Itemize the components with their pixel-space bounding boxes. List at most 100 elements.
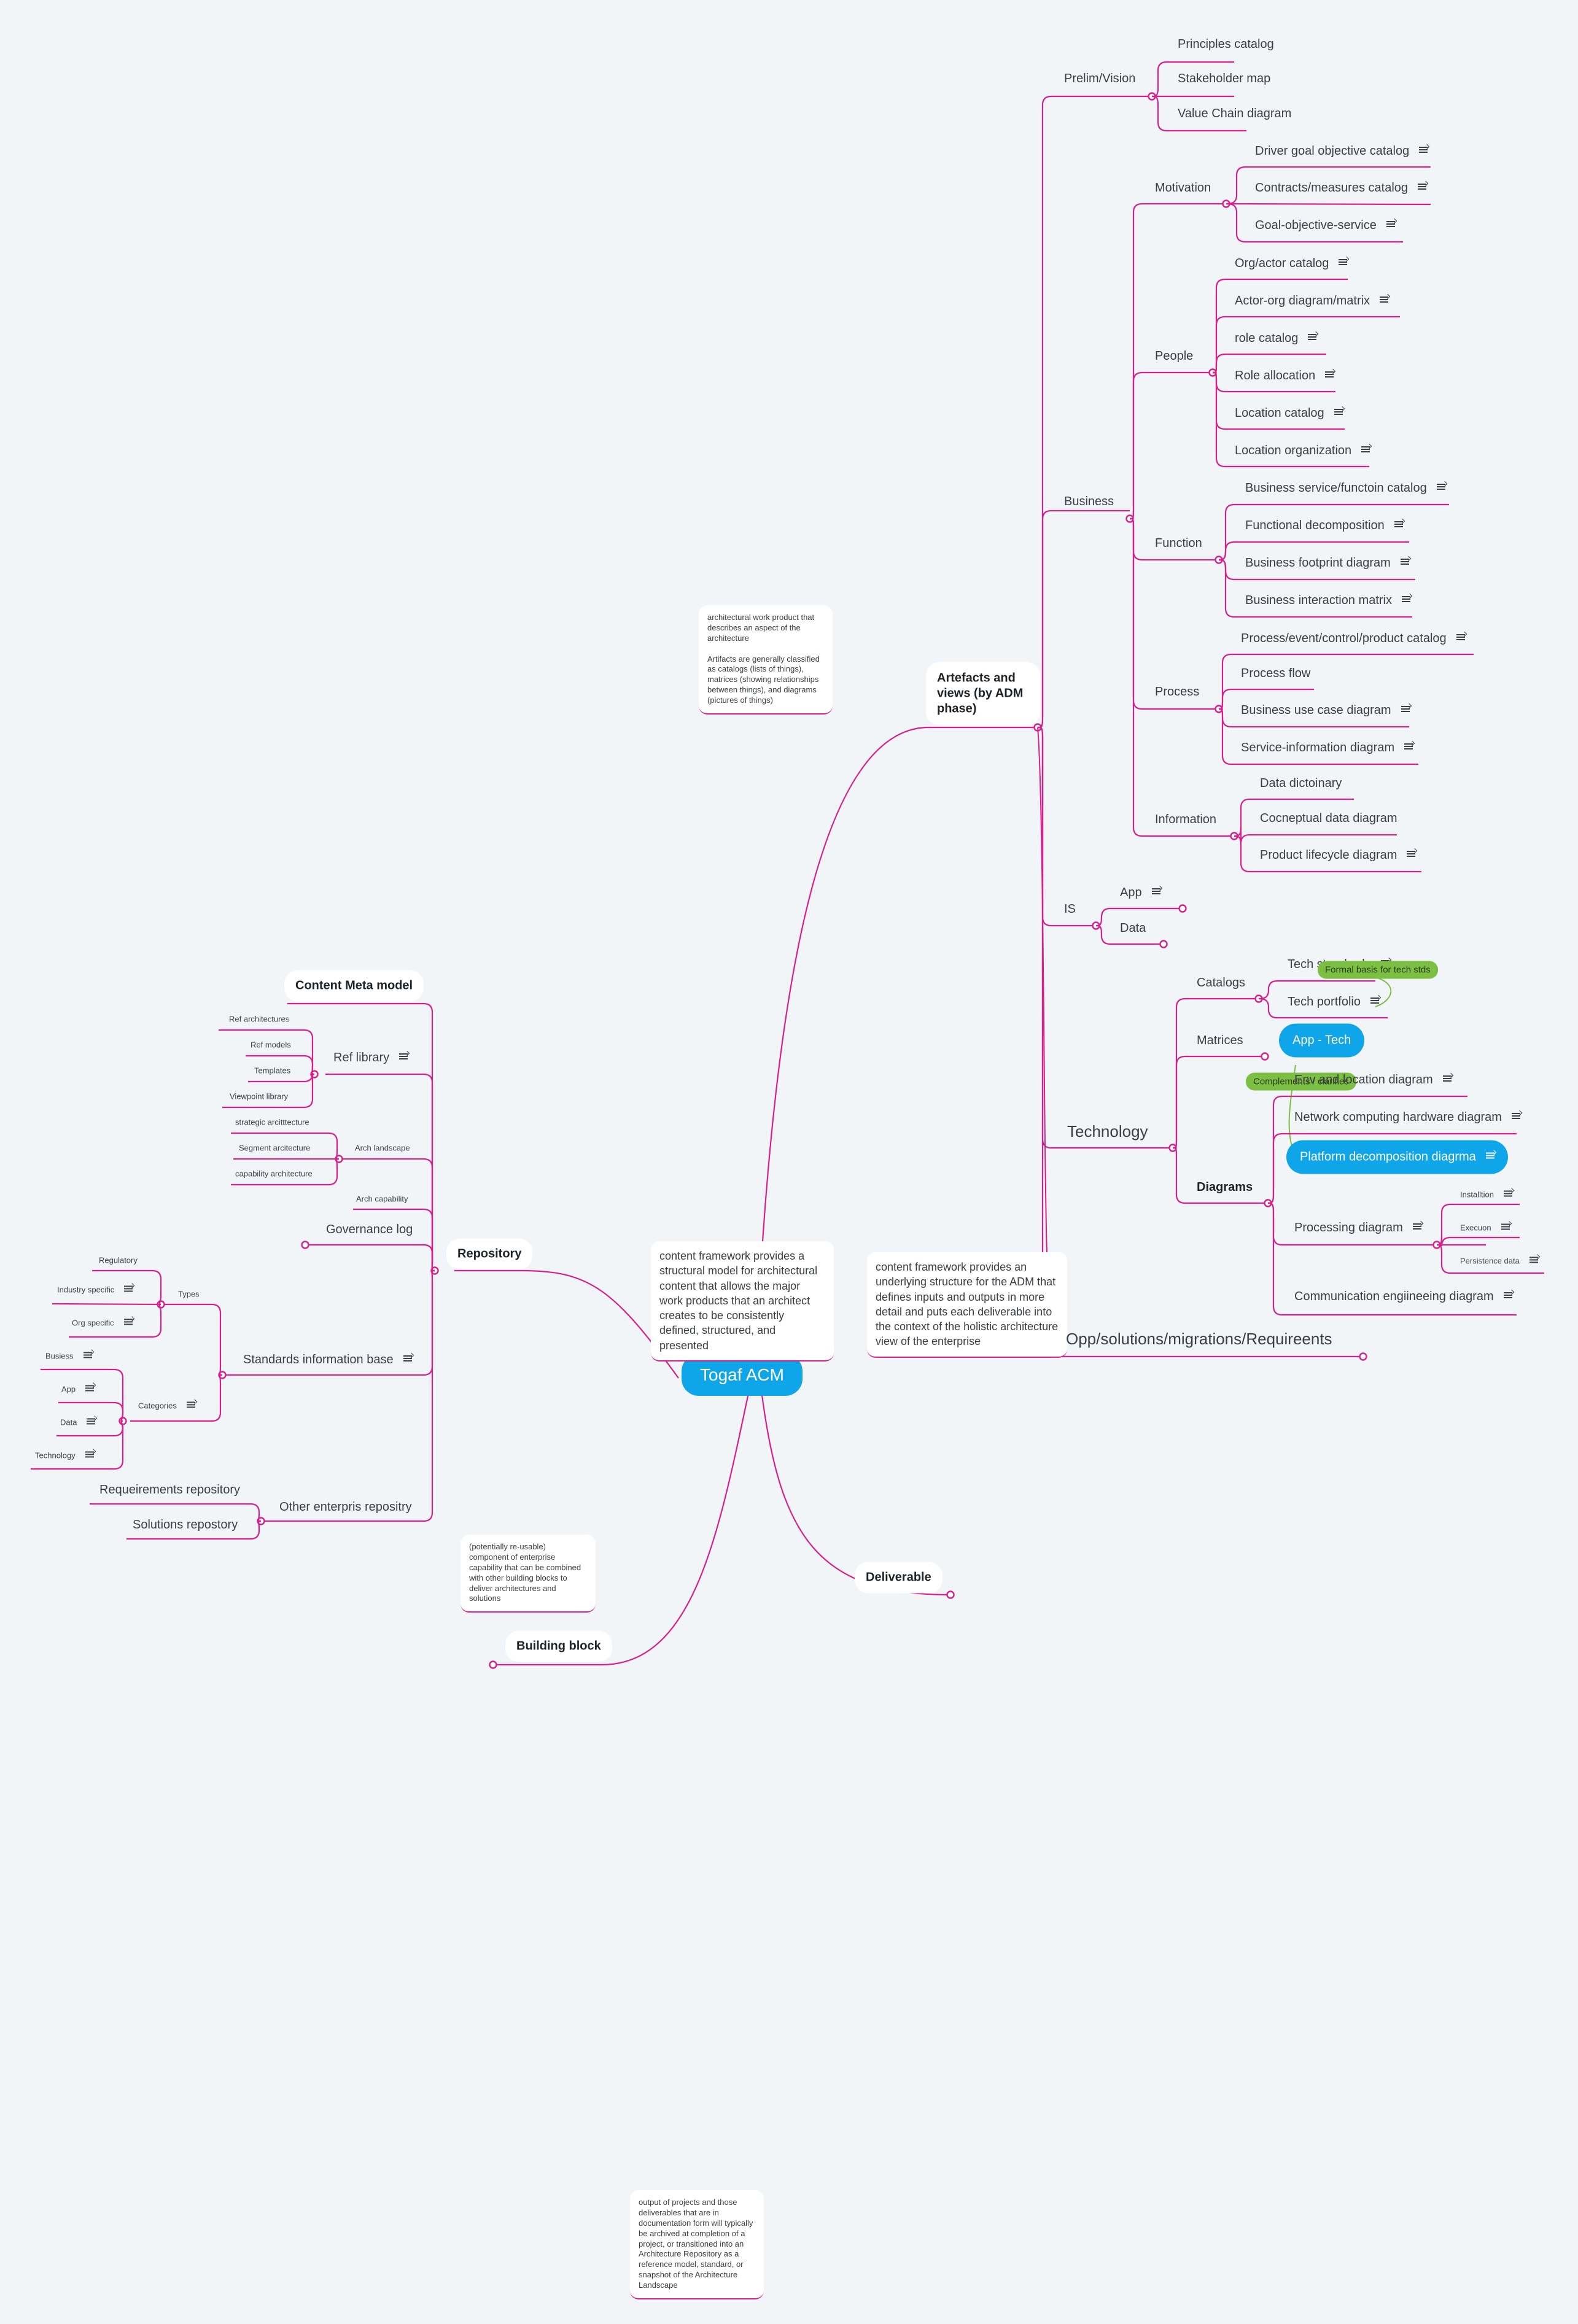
note-icon[interactable]	[1325, 371, 1334, 378]
prelim-item[interactable]: Principles catalog	[1178, 37, 1274, 51]
collapse-circle-icon[interactable]	[946, 1590, 955, 1599]
catalogs-node[interactable]: Catalogs	[1197, 976, 1245, 990]
note-icon[interactable]	[1339, 259, 1348, 266]
processing-child[interactable]: Installtion	[1460, 1190, 1512, 1198]
arch-landscape-item[interactable]: strategic arcitttecture	[235, 1117, 309, 1127]
information-item[interactable]: Product lifecycle diagram	[1260, 849, 1416, 861]
ref-library-item[interactable]: Ref architectures	[229, 1014, 290, 1024]
motivation-item[interactable]: Contracts/measures catalog	[1255, 182, 1427, 194]
function-item[interactable]: Functional decomposition	[1245, 519, 1403, 532]
arch-landscape-node[interactable]: Arch landscape	[355, 1143, 410, 1153]
people-item[interactable]: role catalog	[1235, 332, 1317, 344]
types-item[interactable]: Industry specific	[57, 1285, 133, 1293]
note-icon[interactable]	[85, 1451, 94, 1458]
note-icon[interactable]	[1456, 634, 1465, 641]
note-icon[interactable]	[1419, 147, 1428, 153]
diagram-item[interactable]: Env and location diagram	[1294, 1074, 1452, 1086]
note-icon[interactable]	[124, 1285, 133, 1293]
is-data-node[interactable]: Data	[1120, 921, 1146, 935]
collapse-circle-icon[interactable]	[1159, 940, 1168, 948]
building-block-node[interactable]: Building block	[505, 1630, 612, 1662]
diagram-item[interactable]: Communication engiineeing diagram	[1294, 1290, 1512, 1303]
ref-library-item[interactable]: Ref models	[251, 1040, 291, 1050]
process-item[interactable]: Business use case diagram	[1241, 704, 1410, 716]
note-icon[interactable]	[1308, 334, 1317, 341]
content-meta-model-node[interactable]: Content Meta model	[284, 970, 424, 1002]
other-repository-node[interactable]: Other enterpris repositry	[279, 1500, 412, 1514]
function-item[interactable]: Business interaction matrix	[1245, 594, 1410, 606]
deliverable-node[interactable]: Deliverable	[855, 1562, 943, 1594]
formal-basis-tag[interactable]: Formal basis for tech stds	[1318, 961, 1438, 979]
people-node[interactable]: People	[1155, 349, 1194, 363]
note-icon[interactable]	[1151, 888, 1160, 895]
note-icon[interactable]	[1418, 184, 1427, 190]
function-item[interactable]: Business service/functoin catalog	[1245, 482, 1445, 494]
categories-item[interactable]: App	[61, 1385, 95, 1393]
note-icon[interactable]	[1501, 1223, 1510, 1231]
note-icon[interactable]	[1529, 1257, 1538, 1264]
platform-decomposition-node[interactable]: Platform decomposition diagrma	[1286, 1140, 1508, 1174]
note-icon[interactable]	[403, 1355, 412, 1362]
note-icon[interactable]	[186, 1401, 195, 1409]
note-icon[interactable]	[1442, 1075, 1452, 1082]
people-item[interactable]: Location organization	[1235, 444, 1370, 457]
note-icon[interactable]	[1436, 484, 1445, 490]
other-repository-item[interactable]: Requeirements repository	[99, 1483, 240, 1497]
prelim-node[interactable]: Prelim/Vision	[1064, 72, 1136, 85]
note-icon[interactable]	[1401, 596, 1410, 603]
information-node[interactable]: Information	[1155, 813, 1217, 826]
categories-item[interactable]: Busiess	[45, 1352, 92, 1360]
note-icon[interactable]	[1380, 296, 1389, 303]
people-item[interactable]: Org/actor catalog	[1235, 257, 1348, 269]
matrices-node[interactable]: Matrices	[1197, 1034, 1243, 1047]
note-icon[interactable]	[1334, 409, 1343, 416]
types-item[interactable]: Regulatory	[99, 1255, 138, 1265]
prelim-item[interactable]: Stakeholder map	[1178, 72, 1271, 85]
process-item[interactable]: Process/event/control/product catalog	[1241, 632, 1465, 645]
note-icon[interactable]	[1407, 851, 1416, 858]
processing-child[interactable]: Execuon	[1460, 1223, 1510, 1231]
people-item[interactable]: Location catalog	[1235, 407, 1343, 419]
processing-diagram-node[interactable]: Processing diagram	[1294, 1222, 1421, 1234]
note-icon[interactable]	[1485, 1152, 1494, 1160]
arch-landscape-item[interactable]: capability architecture	[235, 1169, 313, 1179]
motivation-node[interactable]: Motivation	[1155, 181, 1211, 195]
collapse-circle-icon[interactable]	[1261, 1052, 1269, 1061]
governance-log-node[interactable]: Governance log	[326, 1223, 413, 1236]
note-icon[interactable]	[1404, 743, 1413, 750]
app-tech-node[interactable]: App - Tech	[1279, 1023, 1365, 1058]
ref-library-item[interactable]: Viewpoint library	[230, 1091, 289, 1101]
note-icon[interactable]	[1503, 1292, 1512, 1299]
people-item[interactable]: Actor-org diagram/matrix	[1235, 295, 1389, 307]
note-icon[interactable]	[87, 1418, 96, 1425]
prelim-item[interactable]: Value Chain diagram	[1178, 107, 1292, 120]
note-icon[interactable]	[85, 1385, 95, 1392]
process-item[interactable]: Process flow	[1241, 667, 1311, 680]
motivation-item[interactable]: Goal-objective-service	[1255, 219, 1395, 231]
arch-landscape-item[interactable]: Segment arcitecture	[239, 1143, 311, 1153]
process-node[interactable]: Process	[1155, 685, 1200, 699]
function-item[interactable]: Business footprint diagram	[1245, 557, 1409, 569]
note-icon[interactable]	[1412, 1223, 1421, 1230]
collapse-circle-icon[interactable]	[301, 1241, 309, 1249]
note-icon[interactable]	[1380, 960, 1389, 967]
note-icon[interactable]	[123, 1319, 133, 1326]
note-icon[interactable]	[1370, 997, 1379, 1004]
note-icon[interactable]	[83, 1352, 92, 1359]
information-item[interactable]: Cocneptual data diagram	[1260, 811, 1397, 825]
repository-node[interactable]: Repository	[446, 1238, 533, 1270]
ref-library-item[interactable]: Templates	[254, 1066, 291, 1075]
categories-item[interactable]: Data	[60, 1418, 96, 1426]
diagram-item[interactable]: Network computing hardware diagram	[1294, 1111, 1520, 1123]
complements-tag[interactable]: Complements / clarifies	[1246, 1072, 1356, 1091]
collapse-circle-icon[interactable]	[1359, 1352, 1367, 1361]
process-item[interactable]: Service-information diagram	[1241, 742, 1413, 754]
people-item[interactable]: Role allocation	[1235, 370, 1334, 382]
standards-node[interactable]: Standards information base	[243, 1354, 412, 1366]
motivation-item[interactable]: Driver goal objective catalog	[1255, 145, 1428, 157]
function-node[interactable]: Function	[1155, 536, 1202, 550]
diagrams-node[interactable]: Diagrams	[1197, 1180, 1253, 1194]
note-icon[interactable]	[1361, 446, 1370, 453]
opp-solutions-node[interactable]: Opp/solutions/migrations/Requireents	[1066, 1330, 1332, 1348]
collapse-circle-icon[interactable]	[1178, 904, 1187, 913]
